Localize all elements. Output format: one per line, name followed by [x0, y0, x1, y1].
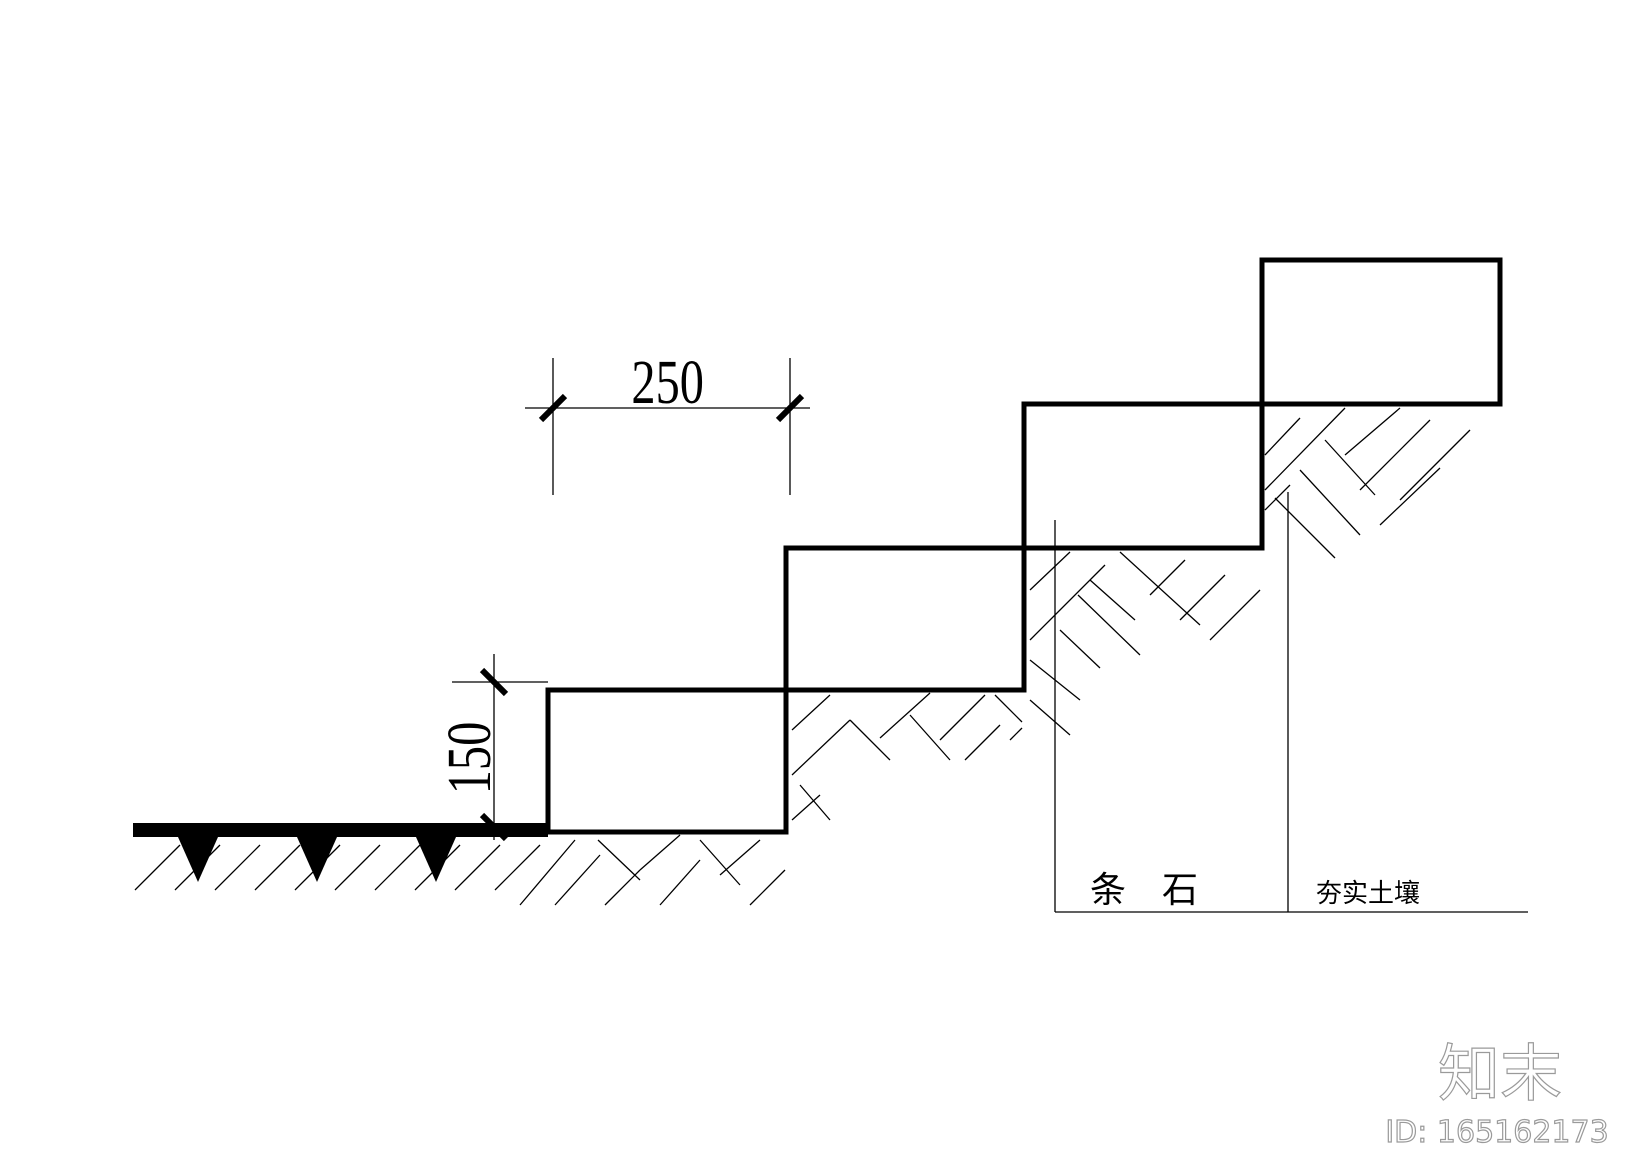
label-leaders: [1054, 492, 1528, 913]
dimension-riser-height: 150: [435, 654, 548, 842]
tick-mark-left: [538, 393, 568, 423]
stone-step-4: [1259, 257, 1503, 407]
herringbone-hatch-step3: [1029, 551, 1261, 736]
herringbone-hatch-step1: [519, 834, 786, 906]
compacted-soil-hatch: [134, 407, 1471, 906]
tick-mark-right: [775, 393, 805, 423]
existing-ground: [133, 823, 548, 882]
watermark: 知末 ID: 165162173: [1385, 1036, 1610, 1150]
tick-mark-bottom: [479, 812, 509, 842]
ground-spike-2: [297, 837, 337, 882]
dimension-tread-width: 250: [525, 348, 810, 495]
watermark-id: ID: 165162173: [1385, 1115, 1608, 1150]
dimension-label-riser: 150: [435, 722, 504, 795]
watermark-brand: 知末: [1438, 1037, 1562, 1110]
ground-line: [133, 823, 548, 837]
stone-step-2: [783, 545, 1027, 693]
stone-step-1: [545, 687, 789, 835]
stone-step-3: [1021, 401, 1265, 551]
herringbone-hatch-step2: [791, 692, 1023, 821]
tick-mark-top: [479, 667, 509, 697]
herringbone-hatch-step4: [1264, 407, 1471, 559]
label-stone: 条 石: [1090, 870, 1198, 911]
stone-steps: [545, 257, 1503, 835]
ground-spike-1: [178, 837, 218, 882]
label-compacted-soil: 夯实土壤: [1316, 879, 1420, 909]
dimension-label-tread: 250: [631, 348, 704, 417]
ground-spike-3: [416, 837, 456, 882]
